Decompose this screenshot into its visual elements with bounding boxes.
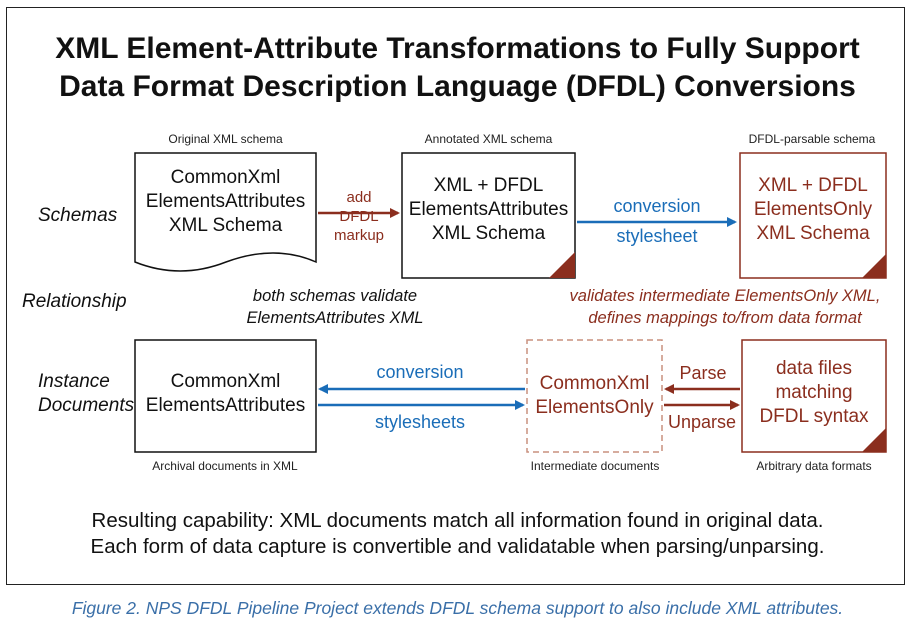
data-files-line: matching — [775, 382, 853, 403]
archival-doc-line: CommonXml — [170, 371, 281, 392]
dfdl-schema-line: XML Schema — [756, 223, 870, 244]
conversion-stylesheet-label-top: conversion — [613, 196, 701, 216]
footer-arbitrary: Arbitrary data formats — [756, 459, 872, 473]
data-files-line: DFDL syntax — [759, 406, 869, 427]
stylesheets-label: stylesheets — [374, 412, 466, 432]
original-schema-shape — [134, 152, 317, 272]
relationship-note-left-line: both schemas validate — [252, 287, 418, 305]
annotated-schema-line: ElementsAttributes — [408, 199, 569, 220]
conversion-label: conversion — [376, 362, 464, 382]
dfdl-schema-text: XML + DFDL ElementsOnly XML Schema — [740, 174, 886, 246]
original-schema-text: CommonXml ElementsAttributes XML Schema — [135, 166, 316, 238]
row-label-instance-documents: Instance Documents — [38, 370, 134, 418]
result-line-1: Resulting capability: XML documents matc… — [91, 509, 824, 532]
archival-doc-text: CommonXml ElementsAttributes — [135, 370, 316, 418]
add-markup-line: add — [346, 189, 372, 206]
conversion-stylesheet-label-bottom: stylesheet — [616, 226, 698, 246]
result-line-2: Each form of data capture is convertible… — [90, 535, 825, 558]
title-line-2: Data Format Description Language (DFDL) … — [59, 70, 856, 103]
unparse-label: Unparse — [667, 412, 737, 432]
diagram-frame — [6, 7, 905, 585]
intermediate-doc-text: CommonXml ElementsOnly — [527, 372, 662, 420]
relationship-note-left-line: ElementsAttributes XML — [246, 309, 424, 327]
intermediate-doc-shape — [526, 339, 663, 453]
dfdl-schema-line: XML + DFDL — [758, 175, 868, 196]
header-original: Original XML schema — [168, 132, 283, 146]
footer-archival: Archival documents in XML — [152, 459, 298, 473]
archival-doc-line: ElementsAttributes — [145, 395, 306, 416]
annotated-schema-corner — [549, 252, 575, 278]
relationship-note-right: validates intermediate ElementsOnly XML,… — [550, 285, 900, 329]
data-files-shape — [741, 339, 887, 453]
parse-label: Parse — [679, 363, 727, 383]
header-dfdl-parsable: DFDL-parsable schema — [748, 132, 876, 146]
row-label-instance-line1: Instance — [38, 371, 110, 392]
title-line-1: XML Element-Attribute Transformations to… — [55, 32, 860, 65]
original-schema-line: CommonXml — [170, 167, 281, 188]
add-markup-label: add DFDL markup — [320, 188, 398, 245]
row-label-relationship: Relationship — [22, 291, 127, 312]
result-text: Resulting capability: XML documents matc… — [10, 508, 905, 560]
relationship-note-right-line: defines mappings to/from data format — [588, 309, 862, 327]
annotated-schema-line: XML Schema — [431, 223, 546, 244]
diagram-title: XML Element-Attribute Transformations to… — [0, 30, 915, 106]
original-schema-line: ElementsAttributes — [145, 191, 306, 212]
row-label-schemas: Schemas — [38, 205, 118, 226]
dfdl-schema-line: ElementsOnly — [753, 199, 873, 220]
intermediate-doc-line: ElementsOnly — [535, 397, 654, 418]
row-label-instance-line2: Documents — [38, 395, 135, 416]
data-files-corner — [862, 428, 886, 452]
archival-doc-shape — [134, 339, 317, 453]
add-markup-line: markup — [333, 227, 385, 244]
relationship-note-left: both schemas validate ElementsAttributes… — [220, 285, 450, 329]
figure-caption: Figure 2. NPS DFDL Pipeline Project exte… — [71, 598, 844, 618]
add-markup-line: DFDL — [339, 208, 379, 225]
original-schema-line: XML Schema — [168, 215, 283, 236]
annotated-schema-line: XML + DFDL — [433, 175, 544, 196]
dfdl-schema-corner — [862, 254, 886, 278]
relationship-note-right-line: validates intermediate ElementsOnly XML, — [569, 287, 881, 305]
intermediate-doc-line: CommonXml — [539, 373, 650, 394]
annotated-schema-text: XML + DFDL ElementsAttributes XML Schema — [400, 174, 577, 246]
data-files-text: data files matching DFDL syntax — [742, 357, 886, 429]
footer-intermediate: Intermediate documents — [530, 459, 660, 473]
header-annotated: Annotated XML schema — [424, 132, 553, 146]
data-files-line: data files — [775, 358, 853, 379]
